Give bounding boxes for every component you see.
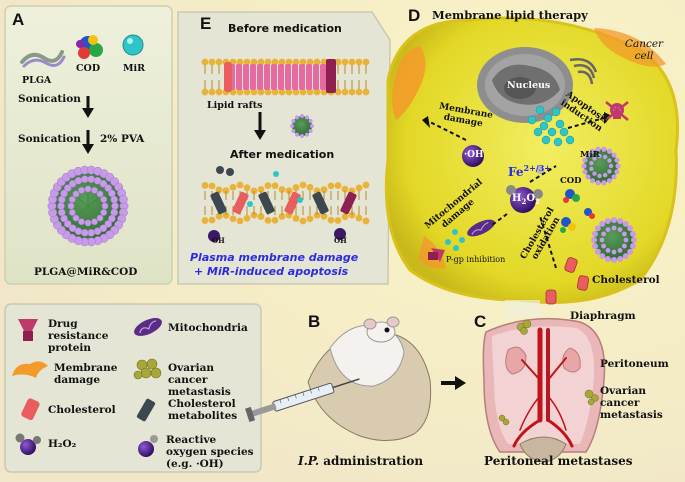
pva-label: 2% PVA xyxy=(100,133,145,145)
sonication-step-2: Sonication xyxy=(18,133,81,145)
legend-ros: Reactive oxygen species (e.g. ·OH) xyxy=(166,434,254,470)
legend-drug-resistance: Drug resistance protein xyxy=(48,318,109,354)
peritoneal-cavity-illustration xyxy=(482,317,606,463)
ovarian-metastasis-label: Ovarian cancer metastasis xyxy=(600,385,663,421)
cholesterol-metabolites-icon xyxy=(136,398,156,422)
panel-a-box xyxy=(4,5,173,285)
peritoneal-metastases-caption: Peritoneal metastases xyxy=(484,454,633,468)
plga-label: PLGA xyxy=(22,75,52,86)
panel-b-letter: B xyxy=(308,312,321,331)
cancer-cell-label: Cancer cell xyxy=(624,38,664,62)
cod-cell-label: COD xyxy=(560,176,582,186)
membrane-damage-icon xyxy=(12,361,48,378)
drug-resistance-protein-icon xyxy=(18,319,38,341)
product-label: PLGA@MiR&COD xyxy=(34,266,138,278)
panel-a-letter: A xyxy=(12,10,25,29)
mitochondria-icon xyxy=(134,318,162,336)
cancer-cell xyxy=(384,16,679,305)
sonication-step-1: Sonication xyxy=(18,93,81,105)
cholesterol-icon xyxy=(21,398,40,421)
mir-label: MiR xyxy=(123,63,146,74)
legend-h2o2: H₂O₂ xyxy=(48,438,77,450)
ip-italic: I.P. xyxy=(298,454,320,468)
diaphragm-label: Diaphragm xyxy=(570,310,636,322)
mir-cell-label: MiR xyxy=(580,150,600,160)
lipid-rafts-label: Lipid rafts xyxy=(207,100,263,111)
mouse-injection-illustration xyxy=(245,316,432,441)
pgp-inhibition-label: P-gp inhibition xyxy=(446,255,506,264)
ip-rest: administration xyxy=(319,454,424,468)
ip-administration-caption: I.P. administration xyxy=(298,454,423,468)
oh-label-right: OH xyxy=(334,236,347,245)
panel-e-letter: E xyxy=(200,14,212,33)
cod-label: COD xyxy=(76,63,101,74)
legend-mitochondria: Mitochondria xyxy=(168,322,248,334)
legend-ovarian-metastasis: Ovarian cancer metastasis xyxy=(168,362,231,398)
h2o2-cell-label: H2O2 xyxy=(512,193,540,206)
iron-label: Fe2+/3+ xyxy=(508,163,551,179)
before-medication-label: Before medication xyxy=(228,22,342,35)
panel-c-letter: C xyxy=(474,312,487,331)
panel-e-box xyxy=(177,11,391,285)
iron-charge: 2+/3+ xyxy=(523,163,551,173)
legend-cholesterol-metabolites: Cholesterol metabolites xyxy=(168,398,238,422)
cholesterol-cell-label: Cholesterol xyxy=(592,274,660,286)
ovarian-metastasis-icon xyxy=(133,358,162,380)
panel-d-title: Membrane lipid therapy xyxy=(432,8,588,22)
h2o2-icon xyxy=(15,433,41,455)
result-line-1: Plasma membrane damage xyxy=(190,251,359,264)
panel-d-letter: D xyxy=(408,6,421,25)
legend-membrane-damage: Membrane damage xyxy=(54,362,118,386)
legend-cholesterol: Cholesterol xyxy=(48,404,116,416)
ros-icon xyxy=(138,435,158,457)
iron-symbol: Fe xyxy=(508,165,524,179)
nucleus-label: Nucleus xyxy=(507,80,551,91)
oh-label-left: OH xyxy=(212,236,225,245)
result-line-2: + MiR-induced apoptosis xyxy=(194,265,349,278)
legend-box xyxy=(4,303,262,473)
plga-mir-cod-nanoparticle xyxy=(47,165,129,247)
peritoneum-label: Peritoneum xyxy=(600,358,669,370)
after-medication-label: After medication xyxy=(230,148,335,161)
oh-radical-label: ·OH xyxy=(464,150,484,160)
